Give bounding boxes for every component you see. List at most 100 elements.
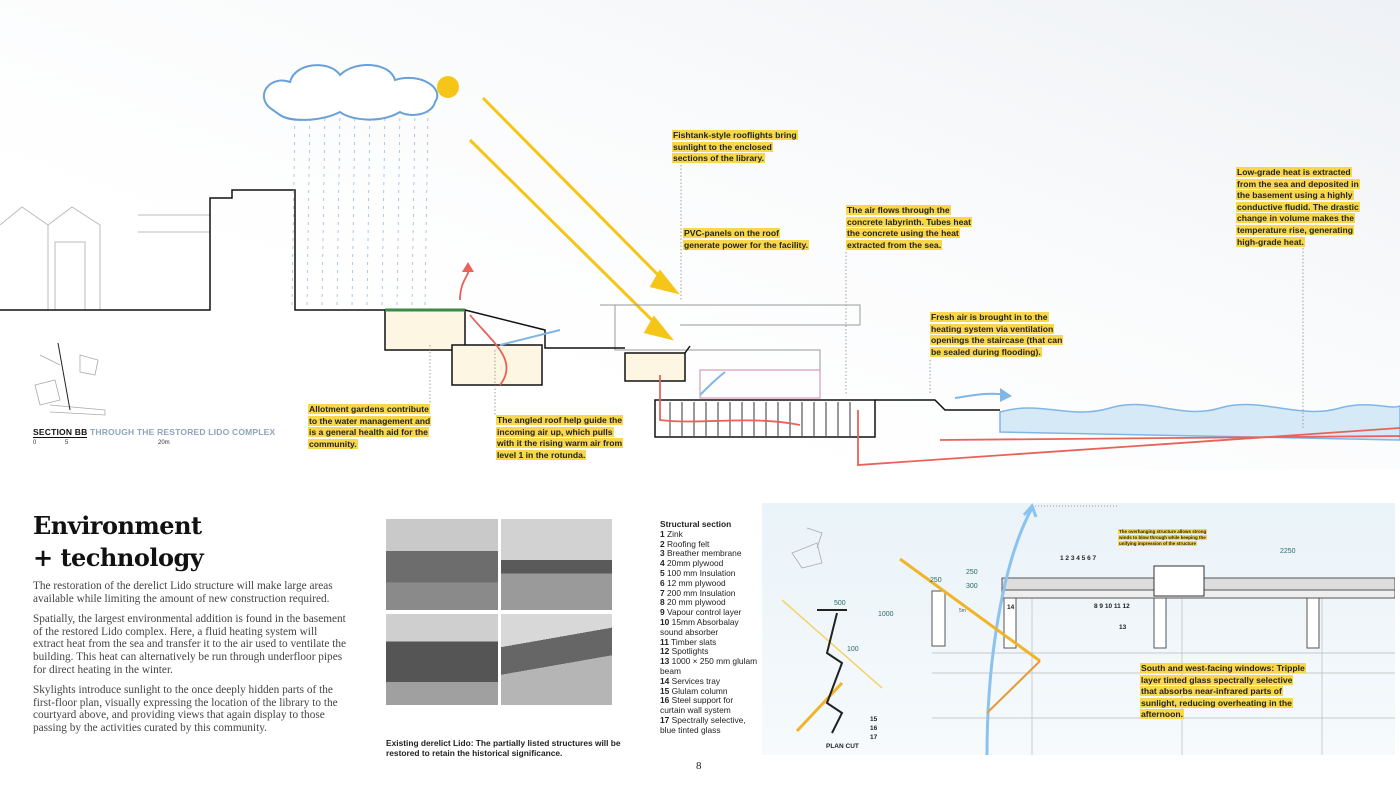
legend-text: 15mm Absorbalay sound absorber xyxy=(660,616,739,637)
layer-tags-1-7: 1 2 3 4 5 6 7 xyxy=(1060,555,1097,562)
legend-number: 4 xyxy=(660,558,665,569)
legend-number: 10 xyxy=(660,616,670,627)
photo-caption: Existing derelict Lido: The partially li… xyxy=(386,738,621,758)
legend-title: Structural section xyxy=(660,519,732,529)
dim-1000: 1000 xyxy=(878,611,894,618)
note-angled-roof: The angled roof help guide the incoming … xyxy=(496,415,624,460)
note-rooflights: Fishtank-style rooflights bring sunlight… xyxy=(672,130,798,164)
legend-text: 1000 × 250 mm glulam beam xyxy=(660,656,758,676)
note-overhang: The overhanging structure allows strong … xyxy=(1118,529,1208,546)
legend-text: 12 mm plywood xyxy=(667,577,726,588)
note-allotment: Allotment gardens contribute to the wate… xyxy=(308,404,432,449)
photo-lido-4 xyxy=(501,614,612,705)
section-bb-drawing xyxy=(0,63,1400,466)
air-arrow xyxy=(1000,388,1012,402)
paragraph: Skylights introduce sunlight to the once… xyxy=(33,684,338,734)
legend-text: Steel support for curtain wall system xyxy=(660,695,734,716)
legend-item: 16 Steel support for curtain wall system xyxy=(660,695,760,716)
legend-number: 17 xyxy=(660,714,670,725)
dim-5m: 5m xyxy=(959,608,966,614)
dim-2250: 2250 xyxy=(1280,548,1296,555)
photo-lido-1 xyxy=(386,519,498,610)
photo-lido-3 xyxy=(386,614,498,705)
legend-item: 17 Spectrally selective, blue tinted gla… xyxy=(660,714,760,736)
legend-number: 11 xyxy=(660,636,669,647)
legend-text: 20mm plywood xyxy=(667,558,724,569)
legend-item: 7 200 mm Insulation xyxy=(660,587,760,599)
upper-building xyxy=(600,304,861,399)
legend-number: 1 xyxy=(660,528,665,539)
legend-text: Vapour control layer xyxy=(667,607,742,618)
note-fresh-air: Fresh air is brought in to the heating s… xyxy=(930,312,1064,357)
note-windows: South and west-facing windows: Tripple l… xyxy=(1140,663,1306,720)
page-title: Environment+ technology xyxy=(33,511,204,572)
legend-item: 6 12 mm plywood xyxy=(660,577,760,589)
legend-number: 12 xyxy=(660,646,670,657)
note-labyrinth: The air flows through the concrete labyr… xyxy=(846,205,973,250)
article-body: The restoration of the derelict Lido str… xyxy=(33,580,348,743)
legend-item: 3 Breather membrane xyxy=(660,548,760,559)
legend-item: 14 Services tray xyxy=(660,675,760,687)
scale-20: 20m xyxy=(158,440,170,446)
plan-tag-17: 17 xyxy=(870,734,878,741)
layer-tag-14: 14 xyxy=(1007,604,1015,611)
leader-lines xyxy=(429,165,1304,430)
sun-icon xyxy=(437,76,459,98)
legend-item: 11 Timber slats xyxy=(660,636,760,648)
legend-item: 10 15mm Absorbalay sound absorber xyxy=(660,616,760,638)
dim-300: 300 xyxy=(966,583,978,590)
dim-100: 100 xyxy=(847,646,859,653)
legend-item: 8 20 mm plywood xyxy=(660,597,760,608)
legend-text: Spectrally selective, blue tinted glass xyxy=(660,714,746,735)
paragraph: Spatially, the largest environmental add… xyxy=(33,613,347,676)
paragraph: The restoration of the derelict Lido str… xyxy=(33,580,333,605)
legend-item: 2 Roofing felt xyxy=(660,538,760,550)
legend-item: 1 Zink xyxy=(660,528,760,540)
legend-number: 6 xyxy=(660,577,665,588)
legend-number: 15 xyxy=(660,685,670,696)
legend-item: 9 Vapour control layer xyxy=(660,607,760,618)
dim-250: 250 xyxy=(966,569,978,576)
page-number: 8 xyxy=(696,760,702,772)
cloud-icon xyxy=(263,63,439,121)
legend-text: Zink xyxy=(667,528,683,539)
ground-line xyxy=(0,189,385,311)
legend-text: Glulam column xyxy=(671,685,728,696)
legend-number: 13 xyxy=(660,656,670,667)
detail-drawing xyxy=(781,503,1395,755)
heat-arrow xyxy=(462,262,474,272)
legend-text: Breather membrane xyxy=(667,548,742,559)
legend-number: 8 xyxy=(660,597,665,608)
legend-text: Roofing felt xyxy=(667,538,710,549)
legend-number: 5 xyxy=(660,567,665,578)
legend-text: Timber slats xyxy=(671,636,717,647)
legend-number: 9 xyxy=(660,607,665,618)
photo-lido-2 xyxy=(501,519,612,610)
legend-text: Spotlights xyxy=(671,646,709,657)
legend-number: 7 xyxy=(660,587,665,598)
legend-item: 5 100 mm Insulation xyxy=(660,567,760,579)
heat-pipes xyxy=(459,269,1400,466)
construction-detail: The overhanging structure allows strong … xyxy=(762,503,1395,755)
note-pvc-panels: PVC-panels on the roof generate power fo… xyxy=(683,228,810,250)
note-sea-heat: Low-grade heat is extracted from the sea… xyxy=(1236,167,1360,247)
labyrinth-ribs xyxy=(669,402,851,436)
key-plan xyxy=(34,342,106,416)
sea xyxy=(999,403,1400,441)
legend-number: 16 xyxy=(660,695,670,706)
layer-tags-8-12: 8 9 10 11 12 xyxy=(1094,603,1130,610)
legend-item: 12 Spotlights xyxy=(660,646,760,657)
legend-number: 3 xyxy=(660,548,665,559)
legend-item: 4 20mm plywood xyxy=(660,558,760,569)
legend-text: 200 mm Insulation xyxy=(667,587,736,598)
legend-text: 100 mm Insulation xyxy=(667,567,736,578)
legend-item: 15 Glulam column xyxy=(660,685,760,697)
legend-item: 13 1000 × 250 mm glulam beam xyxy=(660,656,760,677)
scale-5: 5 xyxy=(65,440,69,446)
courtyard-ground xyxy=(464,309,1000,411)
legend-text: 20 mm plywood xyxy=(667,597,726,608)
section-title: SECTION BB THROUGH THE RESTORED LIDO COM… xyxy=(33,427,276,438)
legend-number: 14 xyxy=(660,675,670,686)
sun-rays xyxy=(468,96,680,341)
